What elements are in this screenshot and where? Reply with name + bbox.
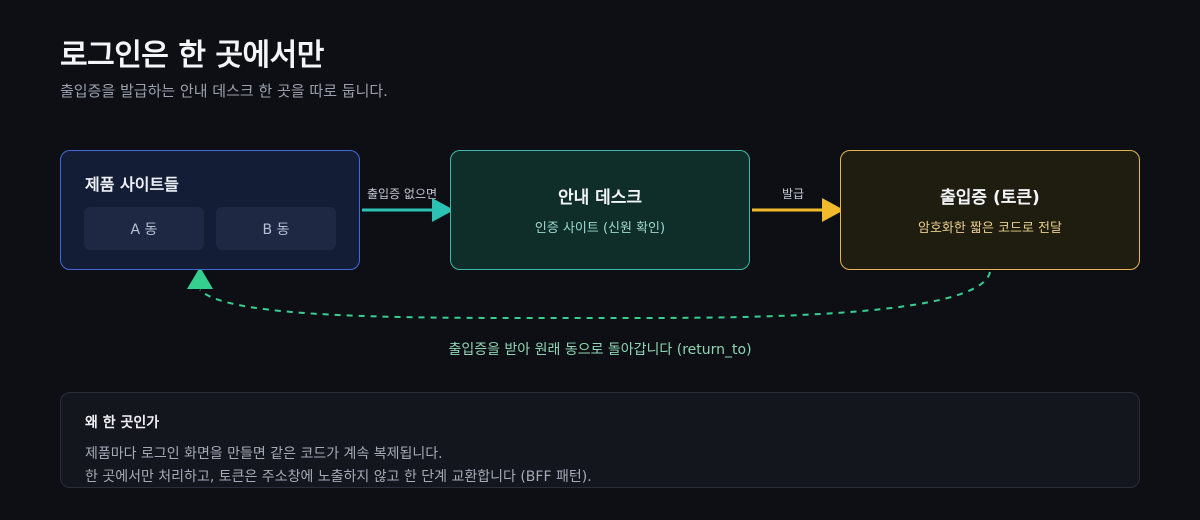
products-node-title: 제품 사이트들 xyxy=(85,175,179,194)
arrowhead-desk-to-token xyxy=(822,198,844,222)
why-panel-line: 제품마다 로그인 화면을 만들면 같은 코드가 계속 복제됩니다. xyxy=(85,446,443,462)
edge-label-issue: 발급 xyxy=(782,187,805,201)
page-title: 로그인은 한 곳에서만 xyxy=(60,38,324,73)
products-node: 제품 사이트들 A 동 B 동 xyxy=(60,150,360,270)
page-subtitle: 출입증을 발급하는 안내 데스크 한 곳을 따로 둡니다. xyxy=(60,82,388,100)
token-node-title: 출입증 (토큰) xyxy=(940,188,1040,208)
desk-node-subtitle: 인증 사이트 (신원 확인) xyxy=(534,221,666,236)
why-panel-title: 왜 한 곳인가 xyxy=(85,415,160,431)
arrow-token-to-products xyxy=(199,271,991,320)
token-node: 출입증 (토큰) 암호화한 짧은 코드로 전달 xyxy=(840,150,1140,270)
site-a-chip: A 동 xyxy=(84,207,204,250)
why-panel: 왜 한 곳인가 제품마다 로그인 화면을 만들면 같은 코드가 계속 복제됩니다… xyxy=(60,392,1140,488)
token-node-subtitle: 암호화한 짧은 코드로 전달 xyxy=(918,221,1062,236)
edge-label-no-pass: 출입증 없으면 xyxy=(367,187,438,201)
desk-node-title: 안내 데스크 xyxy=(557,188,643,208)
desk-node: 안내 데스크 인증 사이트 (신원 확인) xyxy=(450,150,750,270)
edge-label-return: 출입증을 받아 원래 동으로 돌아갑니다 (return_to) xyxy=(448,342,752,358)
site-b-chip: B 동 xyxy=(216,207,336,250)
arrowhead-token-to-products xyxy=(187,267,213,289)
arrowhead-products-to-desk xyxy=(432,198,454,222)
why-panel-line: 한 곳에서만 처리하고, 토큰은 주소창에 노출하지 않고 한 단계 교환합니다… xyxy=(85,469,592,485)
